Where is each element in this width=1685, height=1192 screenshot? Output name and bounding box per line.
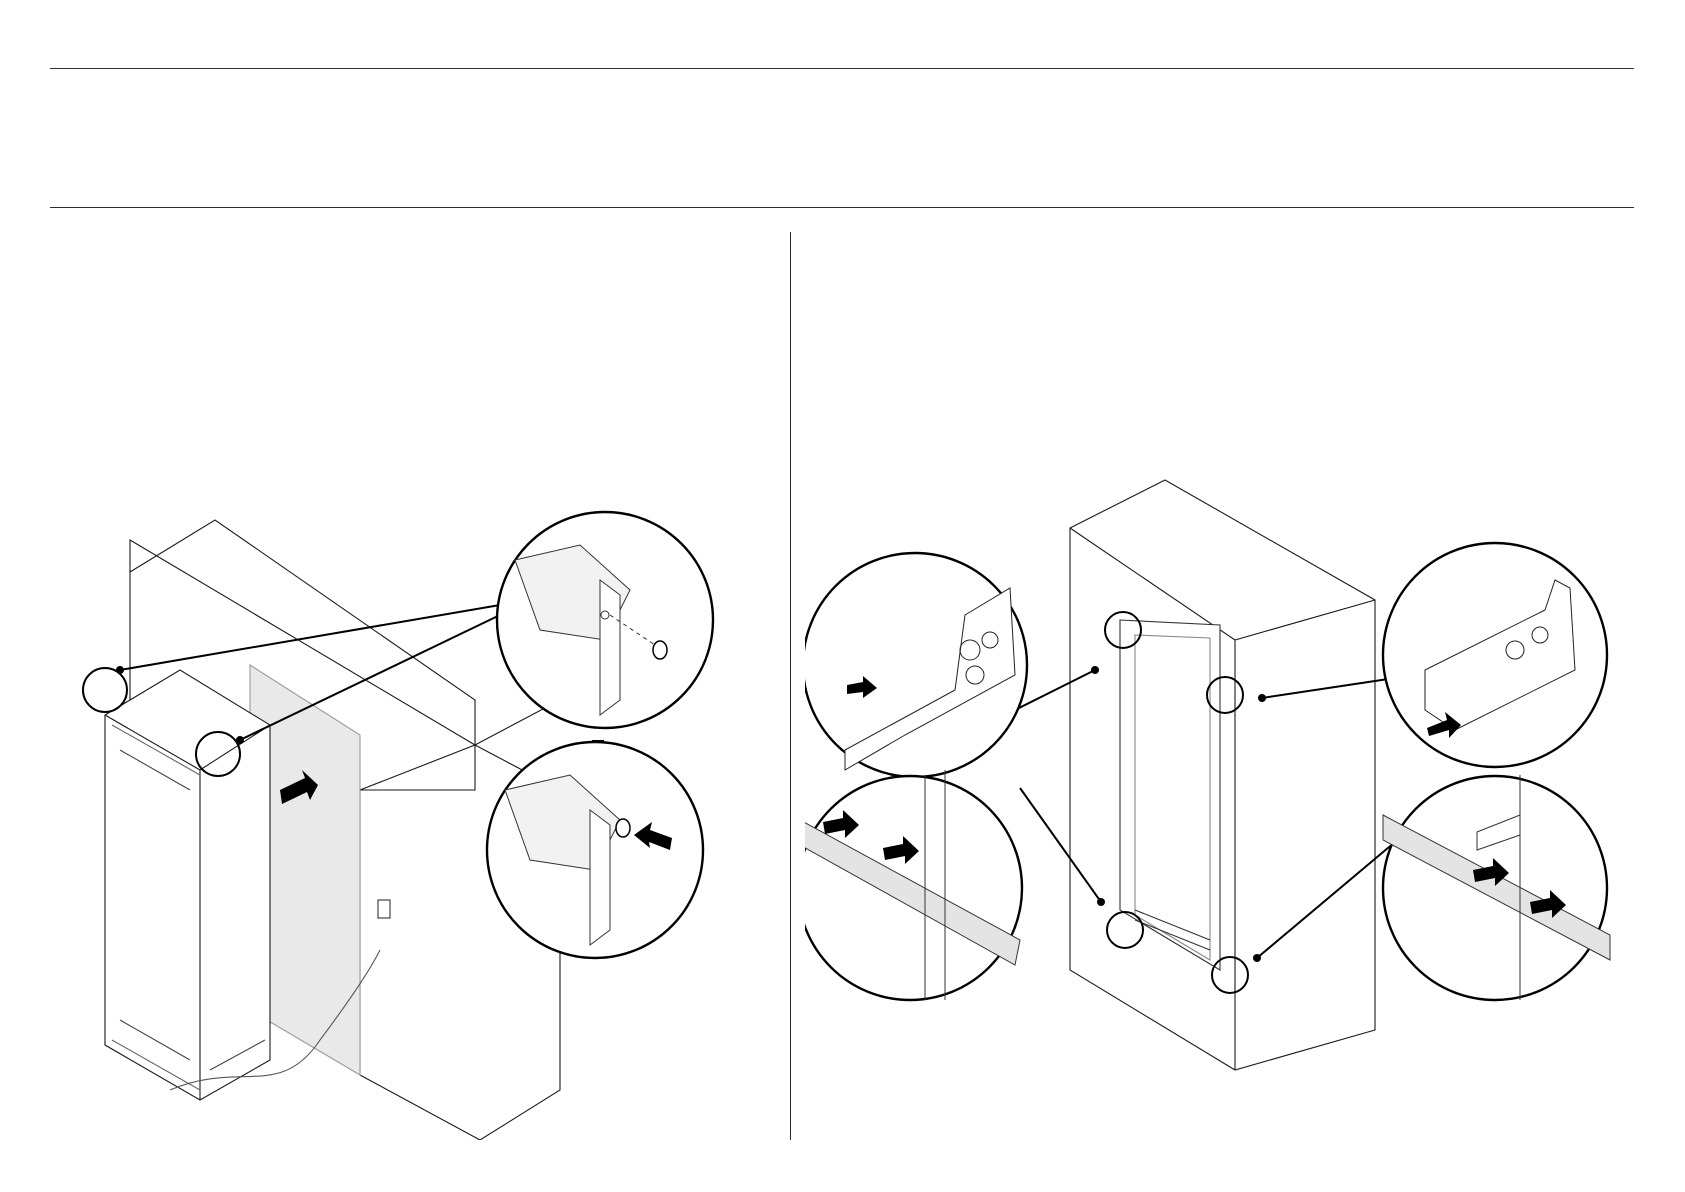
bracket-detail-right — [1383, 543, 1607, 767]
left-installation-illustration — [60, 500, 780, 1140]
wall-outlet — [378, 900, 390, 918]
right-illustration-svg — [805, 470, 1645, 1090]
footer-fragment — [0, 1178, 20, 1192]
cabinet-box — [1070, 480, 1375, 1070]
callout-ring-1 — [83, 668, 127, 712]
left-illustration-svg — [60, 500, 780, 1140]
tape-detail-left — [805, 770, 1022, 1000]
column-divider — [790, 232, 791, 1140]
magnified-detail-top — [497, 512, 713, 728]
magnified-detail-bottom — [487, 742, 703, 958]
header-top-rule — [50, 68, 1634, 69]
screw-cap — [653, 641, 667, 659]
bracket-detail-left — [805, 553, 1027, 777]
header-bottom-rule — [50, 207, 1634, 208]
tape-detail-right — [1383, 775, 1610, 1000]
right-installation-illustration — [805, 470, 1645, 1090]
